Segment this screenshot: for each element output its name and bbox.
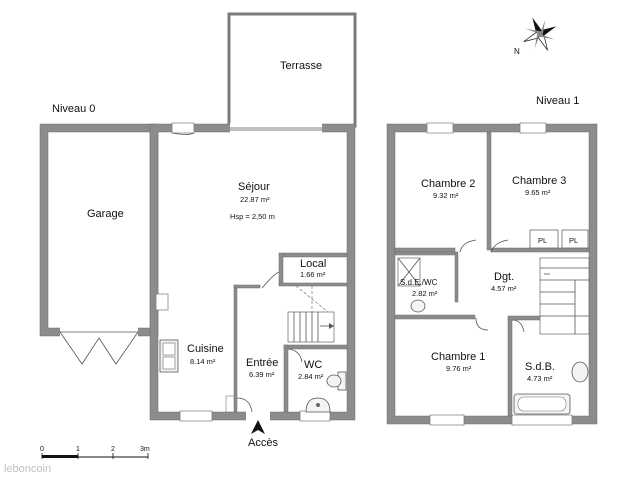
scale-bar: 0 1 2 3m xyxy=(40,446,150,459)
level-1-label: Niveau 1 xyxy=(536,95,579,107)
terrasse-label: Terrasse xyxy=(280,60,322,72)
local-label: Local xyxy=(300,258,326,270)
cuisine-label: Cuisine xyxy=(187,343,224,355)
compass-north-label: N xyxy=(514,47,520,56)
garage-walls xyxy=(39,123,159,365)
chambre1-label: Chambre 1 xyxy=(431,351,485,363)
chambre2-area: 9.32 m² xyxy=(433,191,459,200)
access-label: Accès xyxy=(248,437,278,449)
placard-1-label: PL xyxy=(538,236,547,245)
wc-area: 2.84 m² xyxy=(298,372,324,381)
local-area: 1.66 m² xyxy=(300,270,326,279)
scale-tick-0: 0 xyxy=(40,446,44,453)
sejour-height: Hsp = 2,50 m xyxy=(230,212,275,221)
scale-tick-1: 1 xyxy=(76,446,80,453)
chambre2-label: Chambre 2 xyxy=(421,178,475,190)
access-arrow xyxy=(251,420,265,434)
sdb-area: 4.73 m² xyxy=(527,374,553,383)
chambre1-area: 9.76 m² xyxy=(446,364,472,373)
sejour-label: Séjour xyxy=(238,181,270,193)
sdb-label: S.d.B. xyxy=(525,361,555,373)
scale-tick-2: 2 xyxy=(111,446,115,453)
cuisine-area: 8.14 m² xyxy=(190,357,216,366)
upper-floor-partitions xyxy=(394,131,590,417)
dgt-area: 4.57 m² xyxy=(491,284,517,293)
sejour-area: 22.87 m² xyxy=(240,195,270,204)
sde-area: 2.82 m² xyxy=(412,289,438,298)
wc-label: WC xyxy=(304,359,322,371)
sde-label: S.d.E./WC xyxy=(400,278,438,287)
dgt-label: Dgt. xyxy=(494,271,514,283)
entree-area: 6.39 m² xyxy=(249,370,275,379)
watermark: leboncoin xyxy=(4,463,51,475)
chambre3-label: Chambre 3 xyxy=(512,175,566,187)
chambre3-area: 9.65 m² xyxy=(525,188,551,197)
compass-rose-icon xyxy=(523,17,557,51)
upper-floor-walls xyxy=(386,122,598,426)
scale-tick-3: 3m xyxy=(140,446,150,453)
ground-floor-walls xyxy=(149,122,356,422)
entree-label: Entrée xyxy=(246,357,278,369)
garage-label: Garage xyxy=(87,208,124,220)
placard-2-label: PL xyxy=(569,236,578,245)
level-0-label: Niveau 0 xyxy=(52,103,95,115)
ground-floor-partitions xyxy=(159,252,348,413)
